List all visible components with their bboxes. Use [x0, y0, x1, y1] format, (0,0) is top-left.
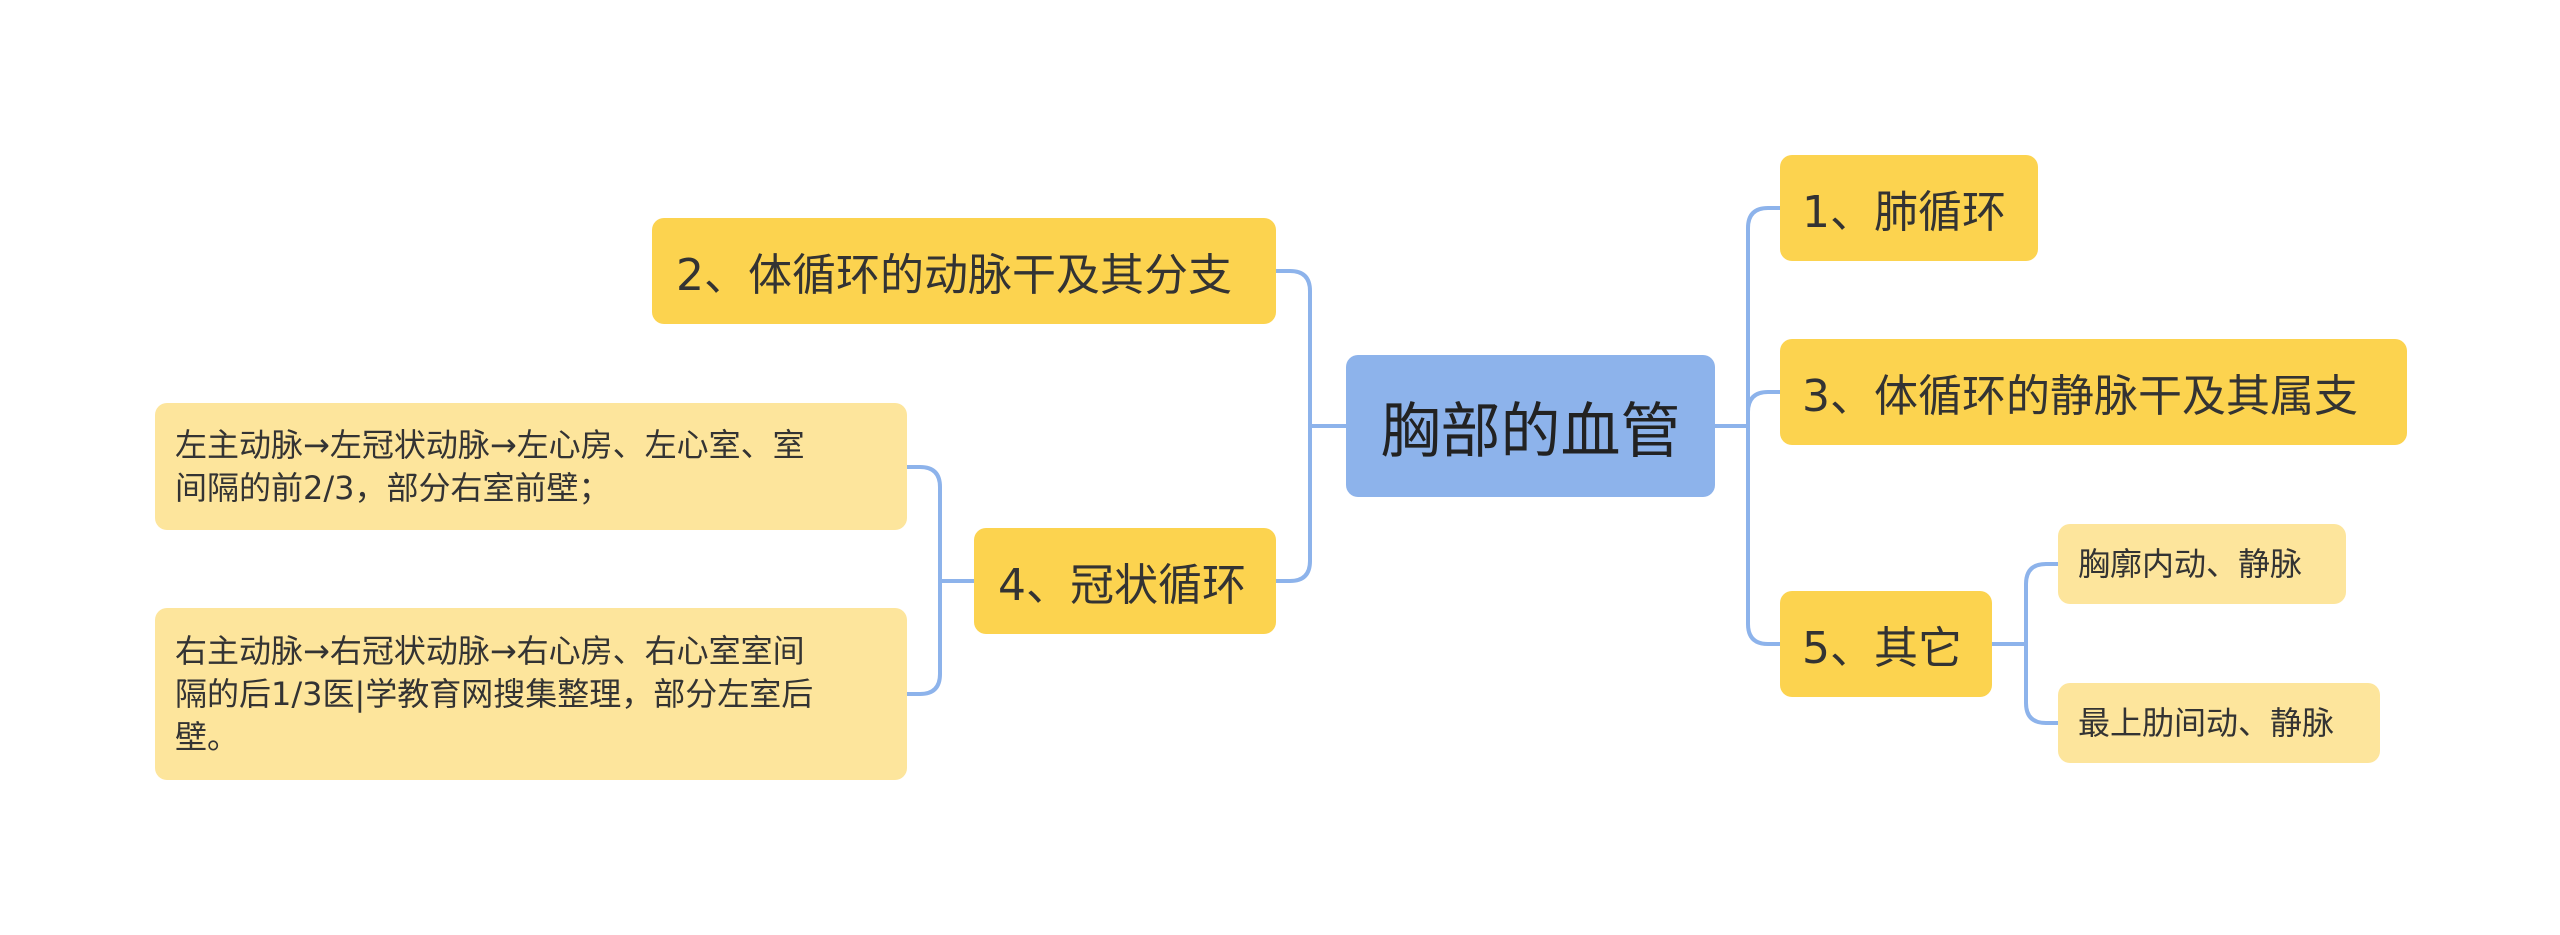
branch-label: 5、其它	[1802, 623, 1962, 674]
connector-to-leafR2	[2024, 642, 2060, 725]
branch-coronary-circulation[interactable]: 4、冠状循环	[974, 528, 1276, 634]
branch-systemic-arteries[interactable]: 2、体循环的动脉干及其分支	[652, 218, 1276, 324]
leaf-text-line: 间隔的前2/3，部分右室前壁；	[175, 468, 611, 507]
root-topic[interactable]: 胸部的血管	[1346, 355, 1715, 497]
root-topic-label: 胸部的血管	[1380, 396, 1681, 467]
connector-to-leafL1	[905, 465, 942, 583]
branch-label: 3、体循环的静脉干及其属支	[1802, 371, 2358, 422]
branch-systemic-veins[interactable]: 3、体循环的静脉干及其属支	[1780, 339, 2407, 445]
branch-others[interactable]: 5、其它	[1780, 591, 1992, 697]
connector-to-b4	[1274, 424, 1312, 583]
leaf-label: 胸廓内动、静脉	[2078, 544, 2303, 583]
connector-to-b1	[1746, 206, 1782, 428]
branch-label: 2、体循环的动脉干及其分支	[676, 250, 1232, 301]
branch-pulmonary-circulation[interactable]: 1、肺循环	[1780, 155, 2038, 261]
leaf-label: 最上肋间动、静脉	[2078, 703, 2335, 742]
branch-label: 1、肺循环	[1802, 187, 2006, 238]
leaf-left-coronary[interactable]: 左主动脉→左冠状动脉→左心房、左心室、室 间隔的前2/3，部分右室前壁；	[155, 403, 907, 530]
connector-to-b2	[1274, 269, 1312, 428]
connector-to-leafL2	[905, 579, 942, 696]
connector-to-b5	[1746, 424, 1782, 646]
leaf-supreme-intercostal[interactable]: 最上肋间动、静脉	[2058, 683, 2380, 763]
leaf-right-coronary[interactable]: 右主动脉→右冠状动脉→右心房、右心室室间 隔的后1/3医|学教育网搜集整理，部分…	[155, 608, 907, 780]
connector-to-leafR1	[2024, 562, 2060, 646]
connector-to-b3	[1746, 390, 1782, 428]
leaf-text-line: 隔的后1/3医|学教育网搜集整理，部分左室后	[175, 674, 814, 713]
leaf-text-line: 左主动脉→左冠状动脉→左心房、左心室、室	[175, 425, 805, 464]
leaf-internal-thoracic[interactable]: 胸廓内动、静脉	[2058, 524, 2346, 604]
leaf-text-line: 壁。	[175, 717, 240, 756]
leaf-text-line: 右主动脉→右冠状动脉→右心房、右心室室间	[175, 631, 805, 670]
branch-label: 4、冠状循环	[998, 560, 1246, 611]
